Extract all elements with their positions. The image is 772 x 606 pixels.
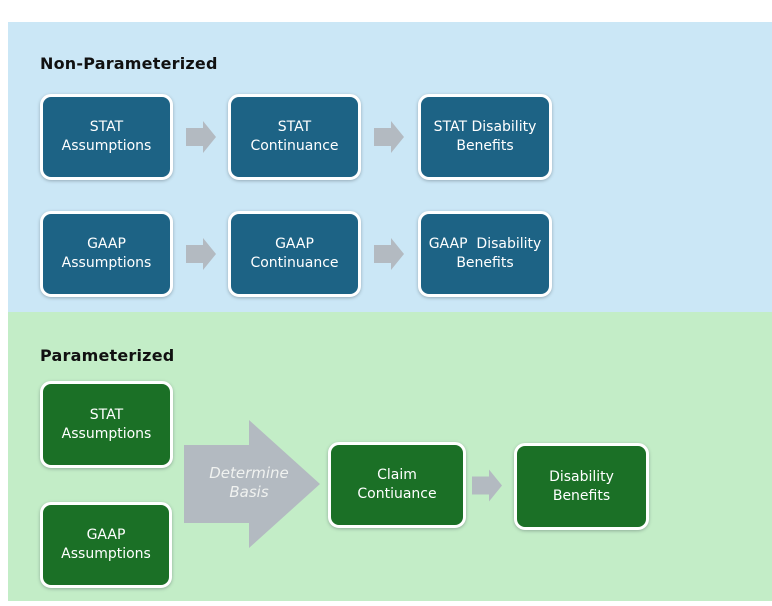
box-param-gaap-assumptions: GAAP Assumptions — [40, 502, 172, 588]
box-stat-disability-benefits: STAT Disability Benefits — [418, 94, 552, 180]
right-arrow-icon — [186, 238, 216, 270]
parameterized-title: Parameterized — [40, 346, 175, 365]
box-claim-contiuance: Claim Contiuance — [328, 442, 466, 528]
box-gaap-disability-benefits: GAAP Disability Benefits — [418, 211, 552, 297]
right-arrow-icon — [374, 121, 404, 153]
box-stat-continuance: STAT Continuance — [228, 94, 361, 180]
non-parameterized-title: Non-Parameterized — [40, 54, 218, 73]
box-gaap-assumptions: GAAP Assumptions — [40, 211, 173, 297]
right-arrow-icon — [472, 469, 502, 502]
right-arrow-icon — [186, 121, 216, 153]
box-param-stat-assumptions: STAT Assumptions — [40, 381, 173, 468]
right-arrow-icon — [374, 238, 404, 270]
box-gaap-continuance: GAAP Continuance — [228, 211, 361, 297]
determine-basis-label: Determine Basis — [209, 464, 289, 501]
box-disability-benefits: Disability Benefits — [514, 443, 649, 530]
determine-basis-arrow-icon — [184, 420, 320, 548]
box-stat-assumptions: STAT Assumptions — [40, 94, 173, 180]
